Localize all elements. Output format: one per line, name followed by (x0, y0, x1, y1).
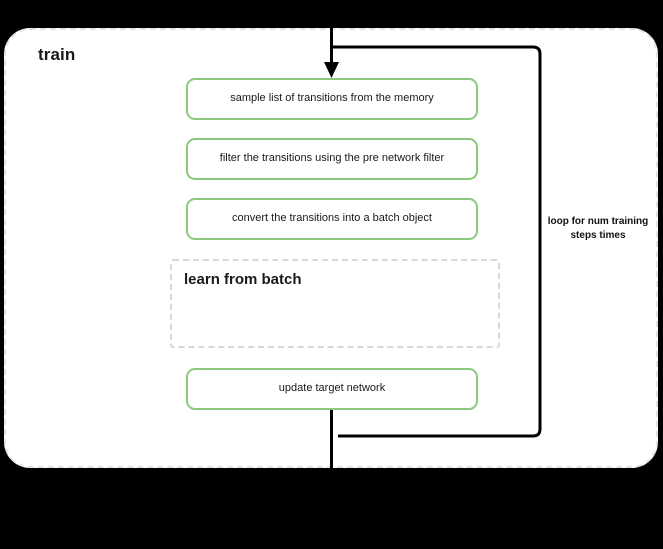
step-box-sample[interactable]: sample list of transitions from the memo… (186, 78, 478, 120)
subgraph-learn-from-batch[interactable]: learn from batch (170, 259, 500, 348)
page-title: train (38, 45, 76, 64)
loop-caption: loop for num training steps times (547, 216, 649, 241)
step-box-update-target-network[interactable]: update target network (186, 368, 478, 410)
step-label-filter: filter the transitions using the pre net… (219, 152, 445, 165)
subgraph-title: learn from batch (184, 271, 302, 288)
step-box-convert[interactable]: convert the transitions into a batch obj… (186, 198, 478, 240)
step-label-update-target-network: update target network (278, 382, 386, 395)
step-box-filter[interactable]: filter the transitions using the pre net… (186, 138, 478, 180)
step-label-convert: convert the transitions into a batch obj… (232, 212, 432, 225)
step-label-sample: sample list of transitions from the memo… (230, 92, 434, 105)
